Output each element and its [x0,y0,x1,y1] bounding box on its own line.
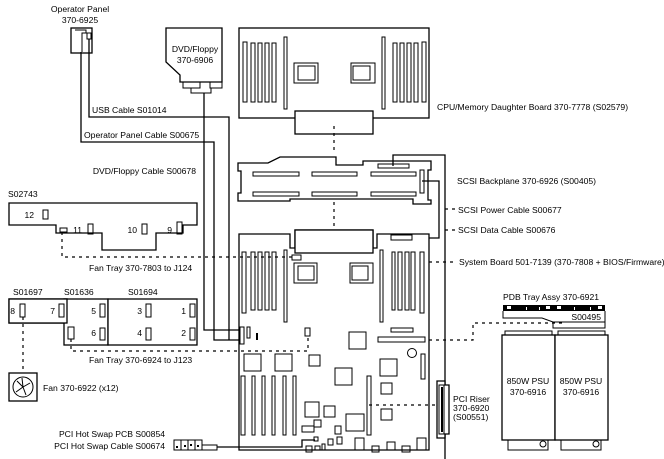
pdb-tray-leader [429,322,566,341]
fan-slot-3: 3 [137,306,142,316]
fan-slot-4: 4 [137,328,142,338]
dvd-floppy-part: 370-6906 [177,55,214,65]
fan-tray-top: S02743 12 11 10 9 [8,189,198,251]
usb-cable-line [88,39,230,340]
dvd-floppy-cable-line [203,93,241,331]
system-board [238,229,430,453]
cpu-board-label: CPU/Memory Daughter Board 370-7778 (S025… [437,102,628,112]
psu-right-name: 850W PSU [560,376,603,386]
fan-tray-bottom-label: Fan Tray 370-6924 to J123 [89,355,192,365]
fan-slot-8: 8 [10,306,15,316]
operator-panel: Operator Panel 370-6925 [51,4,109,54]
operator-panel-name: Operator Panel [51,4,109,14]
fan-icon [8,372,38,402]
psu-left-name: 850W PSU [507,376,550,386]
dvd-floppy-name: DVD/Floppy [172,44,219,54]
fan-group-s01697: S01697 [13,287,43,297]
pci-riser-part: 370-6920 [453,403,490,413]
dvd-floppy-drive: DVD/Floppy 370-6906 [165,27,223,94]
fan-group-s01636: S01636 [64,287,94,297]
fan-slot-11: 11 [73,225,82,235]
scsi-backplane [237,156,432,205]
pci-hot-swap-cable-label: PCI Hot Swap Cable S00674 [54,441,165,451]
cpu-memory-daughter-board [238,27,430,135]
scsi-power-cable-label: SCSI Power Cable S00677 [458,205,562,215]
fan-tray-bottom: S01697 S01636 S01694 8 7 5 6 3 4 1 2 [8,287,198,346]
pci-riser-id: (S00551) [453,412,488,422]
pdb-tray-label: PDB Tray Assy 370-6921 [503,292,599,302]
fan-label: Fan 370-6922 (x12) [43,383,119,393]
system-board-label: System Board 501-7139 (370-7808 + BIOS/F… [459,257,664,267]
pci-hot-swap-pcb [173,439,218,451]
operator-panel-cable-label: Operator Panel Cable S00675 [84,130,199,140]
fan-tray-top-cable [61,232,296,258]
operator-panel-part: 370-6925 [62,15,99,25]
scsi-backplane-label: SCSI Backplane 370-6926 (S00405) [457,176,596,186]
pdb-tray-id: S00495 [571,312,601,322]
fan-tray-top-label: Fan Tray 370-7803 to J124 [89,263,192,273]
fan-slot-9: 9 [167,225,172,235]
fan-group-s01694: S01694 [128,287,158,297]
fan-slot-1: 1 [181,306,186,316]
dvd-floppy-cable-label: DVD/Floppy Cable S00678 [93,166,196,176]
scsi-data-cable-label: SCSI Data Cable S00676 [458,225,556,235]
fan-slot-5: 5 [91,306,96,316]
fan-slot-2: 2 [181,328,186,338]
pci-hot-swap-pcb-label: PCI Hot Swap PCB S00854 [59,429,165,439]
fan-slot-6: 6 [91,328,96,338]
fan-slot-12: 12 [24,210,34,220]
psu-left-part: 370-6916 [510,387,547,397]
fan-tray-top-id: S02743 [8,189,38,199]
scsi-power-cable-line [392,154,446,459]
psu-right-part: 370-6916 [563,387,600,397]
fan-slot-7: 7 [50,306,55,316]
pci-hot-swap-cable-line [217,439,315,448]
operator-panel-cable-line [80,52,246,341]
psu-right: 850W PSU 370-6916 [554,330,609,451]
fan-slot-10: 10 [127,225,137,235]
pci-riser [436,380,450,439]
psu-left: 850W PSU 370-6916 [501,330,556,451]
usb-cable-label: USB Cable S01014 [92,105,167,115]
pci-riser-name: PCI Riser [453,394,490,404]
pdb-tray: S00495 [502,305,606,329]
